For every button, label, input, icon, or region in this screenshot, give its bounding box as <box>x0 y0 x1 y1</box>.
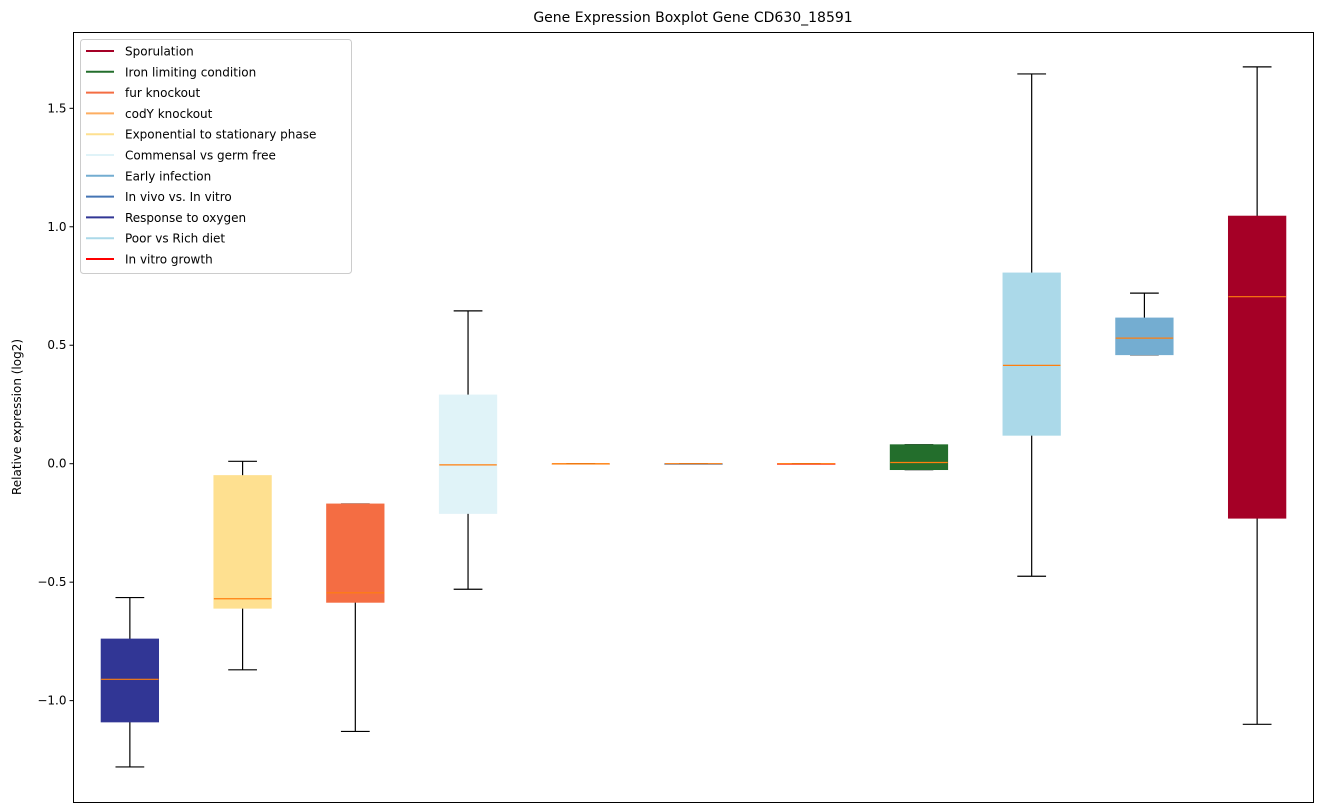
legend-label: Exponential to stationary phase <box>125 128 316 142</box>
y-tick-label: 1.0 <box>47 220 66 234</box>
box-6 <box>664 463 723 465</box>
legend-label: Poor vs Rich diet <box>125 232 225 246</box>
y-tick-label: 0.0 <box>47 457 66 471</box>
y-axis-label: Relative expression (log2) <box>10 339 24 495</box>
legend-item: In vitro growth <box>86 253 213 267</box>
box-rect <box>1115 317 1174 356</box>
box-9 <box>1002 73 1061 577</box>
box-rect <box>326 503 385 603</box>
legend-item: Commensal vs germ free <box>86 149 276 163</box>
box-11 <box>1227 66 1287 725</box>
box-10 <box>1115 292 1174 356</box>
box-rect <box>1227 215 1287 519</box>
legend-frame <box>80 39 352 274</box>
y-tick-label: −0.5 <box>37 575 66 589</box>
y-axis: −1.0 −0.5 0.0 0.5 1.0 1.5 <box>37 101 74 708</box>
legend-label: fur knockout <box>125 86 201 100</box>
chart-title: Gene Expression Boxplot Gene CD630_18591 <box>533 10 852 26</box>
box-2 <box>213 460 272 671</box>
legend-label: Early infection <box>125 169 211 183</box>
box-4 <box>438 310 498 590</box>
legend-label: In vitro growth <box>125 253 213 267</box>
legend-label: Commensal vs germ free <box>125 149 276 163</box>
legend-label: In vivo vs. In vitro <box>125 190 232 204</box>
legend-item: Exponential to stationary phase <box>86 128 316 142</box>
box-7 <box>777 463 836 465</box>
legend-label: codY knockout <box>125 107 213 121</box>
legend-label: Sporulation <box>125 45 194 59</box>
y-tick-label: −1.0 <box>37 694 66 708</box>
plot-frame <box>73 32 1314 803</box>
y-tick-label: 1.5 <box>47 101 66 115</box>
box-1 <box>100 596 160 768</box>
legend-item: fur knockout <box>86 86 201 100</box>
box-rect <box>213 475 272 609</box>
legend-item: Iron limiting condition <box>86 65 256 79</box>
box-3 <box>326 503 385 733</box>
boxes-group <box>100 66 1287 768</box>
legend-item: Poor vs Rich diet <box>86 232 225 246</box>
legend-item: Sporulation <box>86 45 194 59</box>
legend-item: Early infection <box>86 169 211 183</box>
legend-item: codY knockout <box>86 107 213 121</box>
box-rect <box>889 444 949 471</box>
y-tick-label: 0.5 <box>47 338 66 352</box>
box-rect <box>438 394 498 514</box>
box-rect <box>100 638 160 723</box>
legend-label: Iron limiting condition <box>125 65 256 79</box>
legend-label: Response to oxygen <box>125 211 246 225</box>
box-rect <box>1002 272 1061 436</box>
box-5 <box>551 463 610 465</box>
legend-item: In vivo vs. In vitro <box>86 190 232 204</box>
legend-item: Response to oxygen <box>86 211 246 225</box>
box-8 <box>889 444 949 471</box>
